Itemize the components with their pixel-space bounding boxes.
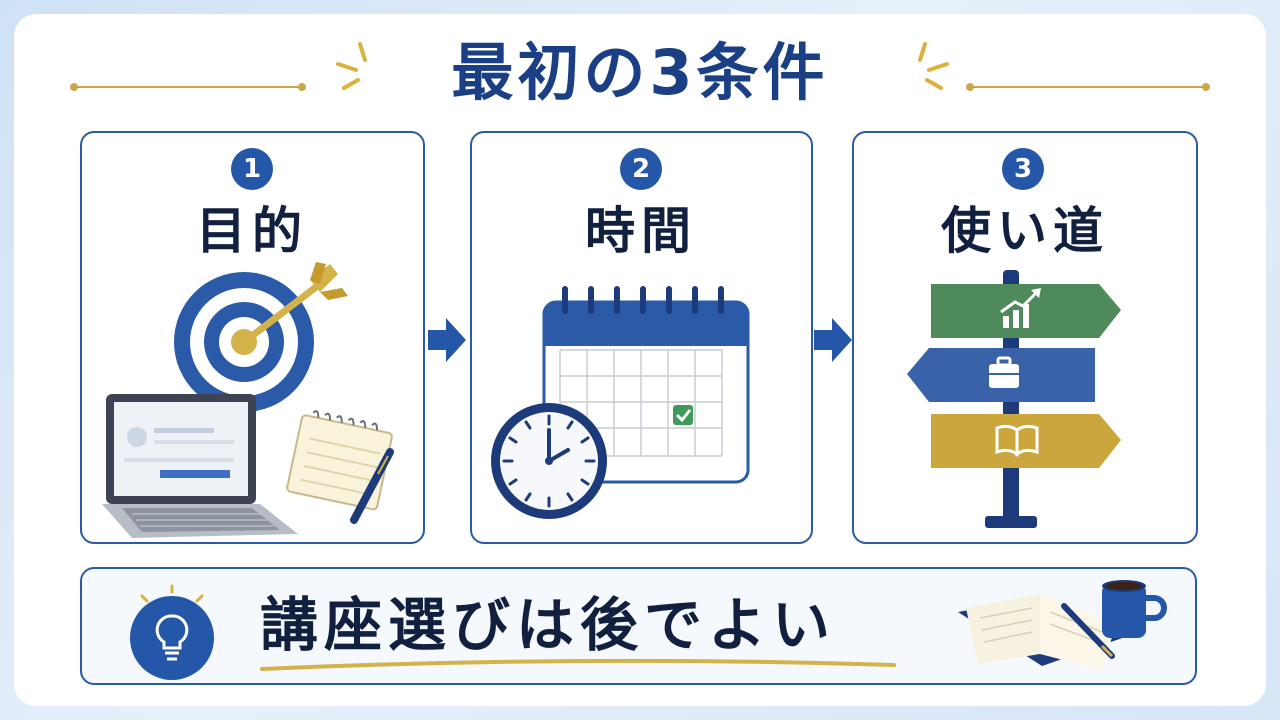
title-right-dot-end: [1202, 83, 1210, 91]
title-right-dot: [966, 83, 974, 91]
arrow-right-icon: [428, 318, 466, 362]
checkmark-icon: [673, 405, 693, 425]
step-number-1: 1: [231, 148, 273, 190]
step-label-2: 時間: [585, 202, 697, 260]
laptop-icon: [102, 394, 298, 538]
arrow-icon: [240, 262, 348, 346]
sparkle-right-icon: [918, 42, 949, 90]
notebook-icon: [286, 410, 394, 524]
lightbulb-icon: [130, 584, 214, 680]
step-label-1: 目的: [196, 202, 308, 260]
target-icon: [174, 262, 348, 412]
title-row: 最初の3条件: [0, 28, 1280, 118]
title-left-line: [76, 86, 304, 88]
coffee-mug-icon: [1102, 580, 1167, 638]
step-number-2: 2: [620, 148, 662, 190]
conclusion-text: 講座選びは後でよい: [260, 591, 837, 659]
signpost-icon: [907, 270, 1121, 528]
title-right-line: [972, 86, 1208, 88]
sparkle-left-icon: [336, 42, 367, 90]
pen-icon: [1061, 603, 1115, 659]
growth-chart-icon: [1000, 288, 1041, 328]
open-book-icon: [958, 594, 1128, 670]
briefcase-icon: [989, 356, 1019, 388]
pen-icon: [350, 448, 394, 524]
arrow-right-icon: [814, 318, 852, 362]
step-label-3: 使い道: [941, 202, 1109, 260]
book-icon: [995, 424, 1039, 457]
page-title: 最初の3条件: [451, 36, 829, 109]
title-left-dot: [70, 83, 78, 91]
clock-icon: [491, 403, 607, 519]
conclusion-underline: [260, 658, 896, 671]
title-left-dot-end: [298, 83, 306, 91]
step-number-3: 3: [1002, 148, 1044, 190]
